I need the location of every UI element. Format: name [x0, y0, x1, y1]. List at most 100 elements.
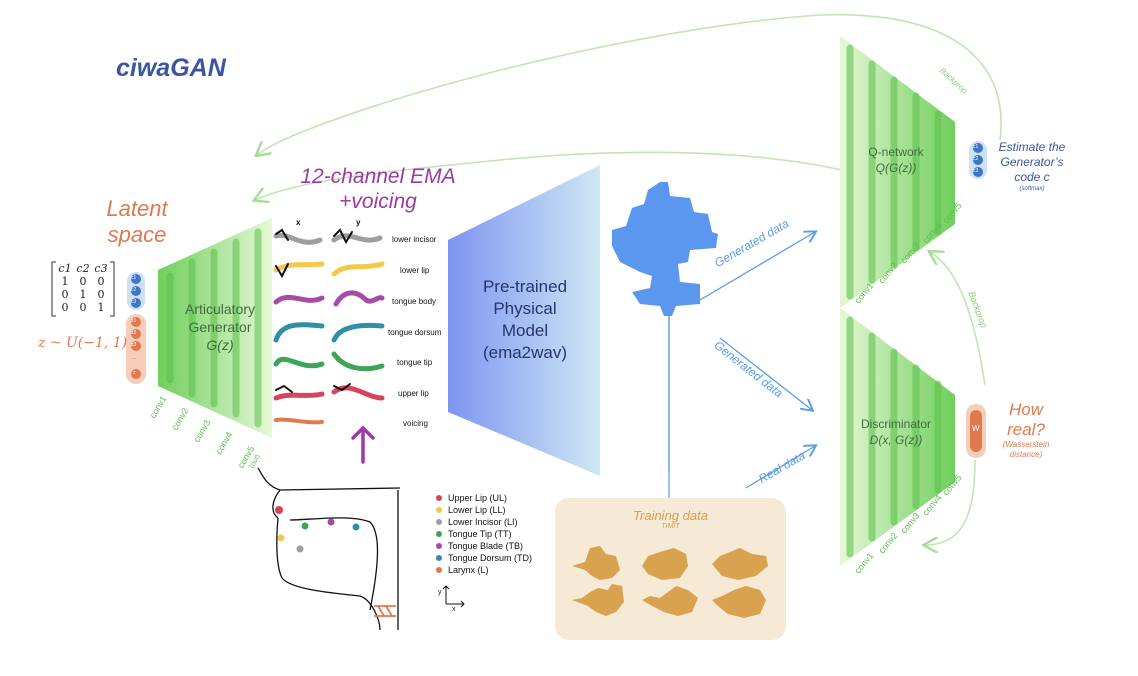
ema-heading-line1: 12-channel EMA	[300, 165, 456, 188]
generator-label-line3: G(z)	[206, 337, 234, 353]
qnetwork-label: Q-network Q(G(z))	[846, 144, 946, 176]
matrix-cell: 0	[61, 301, 69, 314]
backprop-curve-q-to-gen	[257, 13, 1002, 155]
arrow-generated-to-q	[699, 232, 815, 301]
z-formula: z ~ U(−1, 1)	[38, 335, 128, 351]
legend-item: Lower Lip (LL)	[436, 504, 532, 516]
qnetwork-estimate-line3: code c	[1014, 170, 1050, 184]
legend-item: Tongue Tip (TT)	[436, 528, 532, 540]
discriminator-output: How real? (Wasserstein distance)	[994, 400, 1058, 460]
legend-item: Upper Lip (UL)	[436, 492, 532, 504]
latent-matrix: c1 c2 c3 1 0 0 0 1 0 0 0 1	[56, 262, 110, 314]
qnetwork-code-label-c3: c3	[973, 168, 979, 174]
axes-hint-y: y	[438, 589, 442, 596]
latent-z-label-2: z2	[131, 330, 137, 336]
training-data-title-text: Training data	[633, 508, 708, 523]
legend-label: Tongue Tip (TT)	[448, 529, 512, 539]
sensor-lower-incisor	[296, 545, 304, 553]
latent-z-label-n: z	[133, 370, 136, 376]
legend-dot	[436, 543, 442, 549]
discriminator-label: Discriminator D(x, G(z))	[846, 416, 946, 448]
legend-label: Lower Incisor (LI)	[448, 517, 518, 527]
generator-label: Articulatory Generator G(z)	[170, 300, 270, 354]
legend-item: Tongue Dorsum (TD)	[436, 552, 532, 564]
matrix-cell: 0	[61, 288, 69, 301]
legend-item: Lower Incisor (LI)	[436, 516, 532, 528]
physical-model-line1: Pre-trained	[482, 277, 568, 296]
generator-label-line2: Generator	[188, 319, 252, 335]
qnetwork-label-line1: Q-network	[868, 145, 924, 159]
training-data-subtitle: TIMIT	[661, 523, 680, 530]
latent-heading-line1: Latent	[106, 196, 168, 221]
qnetwork-layers	[846, 44, 942, 300]
legend-label: Larynx (L)	[448, 565, 489, 575]
articulators-legend: Upper Lip (UL) Lower Lip (LL) Lower Inci…	[436, 492, 532, 576]
ema-channel-tongue-dorsum: tongue dorsum	[388, 328, 442, 337]
discriminator-output-line2: real?	[1007, 420, 1045, 439]
ema-trace-tongue-body	[273, 290, 385, 307]
arrow-real-to-disc	[745, 446, 815, 489]
ema-channel-lower-incisor: lower incisor	[392, 235, 437, 244]
ema-channel-tongue-body: tongue body	[392, 297, 437, 306]
legend-label: Lower Lip (LL)	[448, 505, 506, 515]
ema-up-arrow	[351, 425, 375, 464]
discriminator-output-capsule	[966, 404, 986, 458]
backprop-curve-disc-out	[925, 459, 976, 545]
training-waveforms	[572, 546, 768, 618]
matrix-cell: 0	[97, 288, 105, 301]
matrix-cell: 1	[79, 288, 87, 301]
ema-trace-upper-lip	[273, 383, 385, 401]
matrix-bracket-right	[110, 261, 115, 317]
latent-heading: Latent space	[92, 196, 182, 248]
sensor-lower-lip	[277, 534, 285, 542]
ema-trace-tongue-tip	[273, 351, 385, 372]
latent-code-label-c2: c2	[131, 287, 137, 293]
matrix-cell: 0	[79, 275, 87, 288]
qnetwork-label-line2: Q(G(z))	[875, 161, 917, 175]
discriminator-label-line2: D(x, G(z))	[869, 433, 923, 447]
qnetwork-estimate-line1: Estimate the	[998, 140, 1066, 154]
matrix-bracket-left	[51, 261, 56, 317]
generator-layers	[166, 228, 262, 428]
legend-item: Larynx (L)	[436, 564, 532, 576]
qnetwork-estimate-line2: Generator’s	[1000, 155, 1064, 169]
ema-trace-tongue-dorsum	[273, 322, 385, 343]
ema-channel-voicing: voicing	[403, 419, 428, 428]
physical-model-block	[448, 165, 600, 476]
discriminator-layers	[846, 316, 942, 558]
physical-model-line3: Model	[501, 321, 549, 340]
legend-dot	[436, 495, 442, 501]
latent-z-capsule	[126, 314, 146, 384]
latent-z-label-1: z1	[131, 318, 137, 324]
axes-hint-x: x	[452, 606, 456, 613]
physical-model-line2: Physical	[493, 299, 557, 318]
sensor-tongue-tip	[301, 522, 309, 530]
legend-dot	[436, 567, 442, 573]
matrix-header-c3: c3	[94, 262, 108, 275]
discriminator-output-note1: (Wasserstein	[1002, 440, 1050, 449]
ema-heading: 12-channel EMA +voicing	[278, 164, 478, 214]
qnetwork-estimate-note: (softmax)	[1019, 186, 1045, 192]
legend-dot	[436, 519, 442, 525]
ema-col-x: x	[296, 218, 301, 227]
generator-label-line1: Articulatory	[184, 301, 256, 317]
training-data-title: Training data TIMIT	[555, 508, 786, 530]
qnetwork-code-label-c1: c1	[973, 144, 979, 150]
axes-hint	[442, 585, 465, 608]
ema-trace-voicing	[274, 417, 324, 425]
latent-code-capsule	[127, 272, 145, 310]
ema-trace-lower-lip	[273, 261, 385, 279]
matrix-header-c1: c1	[58, 262, 72, 275]
physical-model-line4: (ema2wav)	[482, 343, 568, 362]
discriminator-label-line1: Discriminator	[860, 417, 931, 431]
matrix-cell: 1	[61, 275, 69, 288]
sensor-tongue-dorsum	[352, 523, 360, 531]
latent-z-label-3: z3	[131, 342, 137, 348]
vocal-tract-sketch	[257, 467, 401, 631]
ema-col-y: y	[356, 218, 361, 227]
sensor-upper-lip	[275, 506, 283, 514]
qnetwork-code-capsule	[969, 141, 987, 179]
discriminator-output-line1: How	[1008, 400, 1043, 419]
